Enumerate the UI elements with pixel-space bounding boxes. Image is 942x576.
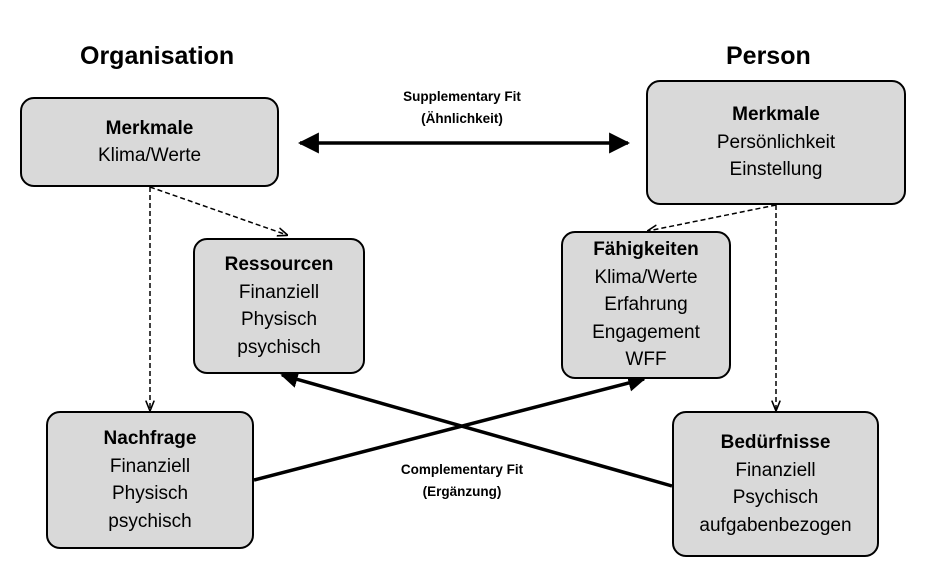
nachfrage-to-faehigkeiten-arrow (253, 374, 646, 482)
person-merkmale-to-faehigkeiten-arrow (648, 204, 777, 231)
box-line: psychisch (237, 336, 321, 358)
heading-organisation: Organisation (80, 42, 235, 70)
box-line: Erfahrung (604, 294, 688, 316)
box-line: Finanziell (109, 455, 191, 477)
box-title: Merkmale (105, 117, 194, 139)
beduerfnisse-box: Bedürfnisse Finanziell Psychisch aufgabe… (672, 411, 879, 557)
complementary-fit-subtitle: (Ergänzung) (422, 484, 502, 499)
box-line: Klima/Werte (97, 145, 202, 166)
box-line: Einstellung (729, 159, 823, 181)
box-title: Nachfrage (103, 428, 197, 449)
heading-person: Person (726, 42, 811, 70)
box-line: psychisch (108, 510, 192, 532)
ressourcen-box: Ressourcen Finanziell Physisch psychisch (193, 238, 365, 374)
complementary-fit-title: Complementary Fit (400, 462, 524, 477)
box-line: Physisch (240, 309, 318, 330)
box-line: Finanziell (735, 459, 816, 481)
box-line: Persönlichkeit (716, 131, 836, 153)
org-merkmale-to-ressourcen-arrow (149, 186, 287, 235)
box-line: Physisch (111, 483, 189, 504)
box-line: aufgabenbezogen (699, 514, 852, 536)
supplementary-fit-title: Supplementary Fit (403, 89, 521, 104)
nachfrage-box: Nachfrage Finanziell Physisch psychisch (46, 411, 254, 549)
supplementary-fit-label: Supplementary Fit (Ähnlichkeit) (382, 86, 542, 130)
box-line: Finanziell (238, 281, 320, 303)
box-title: Ressourcen (224, 254, 334, 275)
box-title: Bedürfnisse (720, 432, 831, 453)
box-title: Fähigkeiten (593, 239, 699, 261)
box-line: Psychisch (732, 487, 819, 508)
beduerfnisse-to-ressourcen-arrow (280, 370, 673, 488)
faehigkeiten-box: Fähigkeiten Klima/Werte Erfahrung Engage… (561, 231, 731, 379)
box-title: Merkmale (732, 104, 820, 126)
box-line: WFF (625, 349, 667, 371)
box-line: Engagement (592, 321, 700, 343)
person-merkmale-box: Merkmale Persönlichkeit Einstellung (646, 80, 906, 205)
box-line: Klima/Werte (594, 266, 698, 288)
org-merkmale-box: Merkmale Klima/Werte (20, 97, 279, 187)
supplementary-fit-subtitle: (Ähnlichkeit) (421, 111, 503, 126)
complementary-fit-label: Complementary Fit (Ergänzung) (382, 459, 542, 503)
